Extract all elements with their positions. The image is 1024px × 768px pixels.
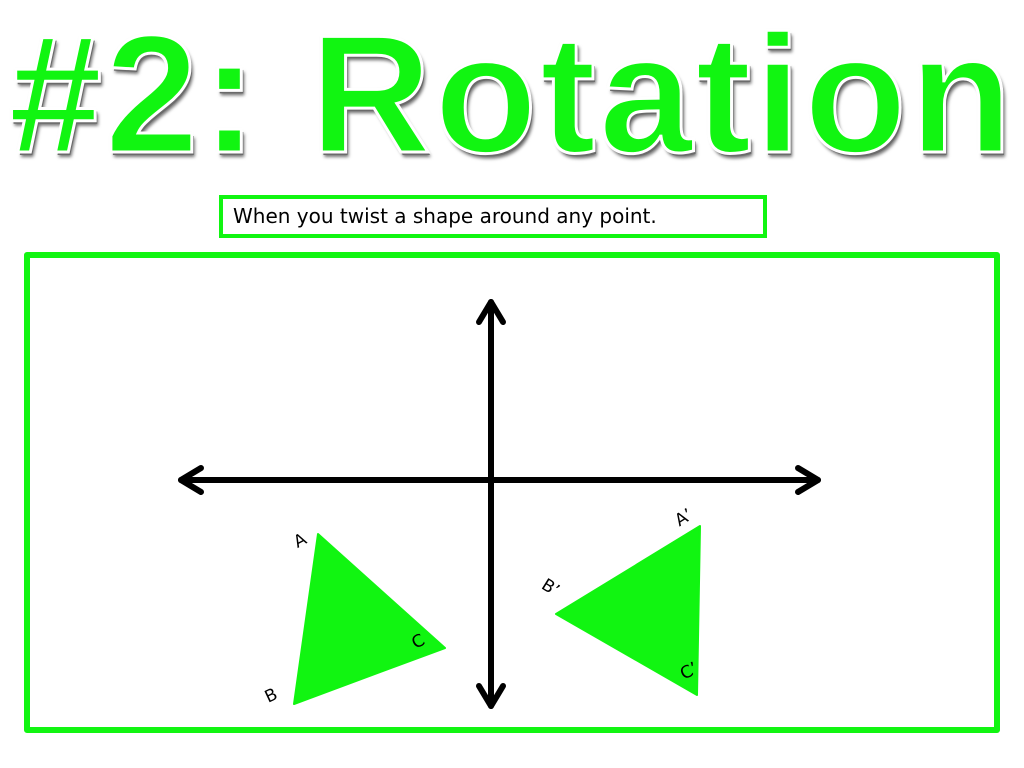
diagram-frame: A B C A’ B’ C’ [24,252,1000,733]
y-axis-arrow-up [476,299,506,325]
definition-text: When you twist a shape around any point. [233,204,657,228]
original-triangle [293,533,446,705]
label-b-prime: B’ [538,575,563,601]
x-axis-arrow-right [795,465,821,495]
x-axis-arrow-left [178,465,204,495]
definition-box: When you twist a shape around any point. [219,195,767,238]
slide-title: #2: Rotation [7,0,1016,188]
label-a-prime: A’ [671,505,696,531]
label-b: B [262,684,281,707]
coordinate-diagram: A B C A’ B’ C’ [178,299,821,709]
y-axis-arrow-down [476,683,506,709]
rotated-triangle [555,525,701,696]
label-a: A [290,529,310,552]
